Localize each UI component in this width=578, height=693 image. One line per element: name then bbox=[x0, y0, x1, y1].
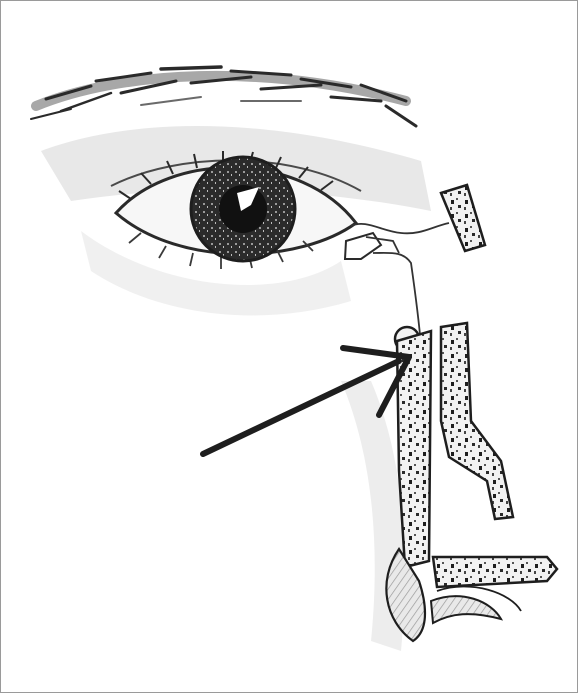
nasal-cavity-wall bbox=[441, 323, 513, 519]
nasal-floor bbox=[433, 557, 557, 587]
eyebrow bbox=[31, 67, 416, 126]
lacrimal-gland bbox=[441, 185, 485, 251]
